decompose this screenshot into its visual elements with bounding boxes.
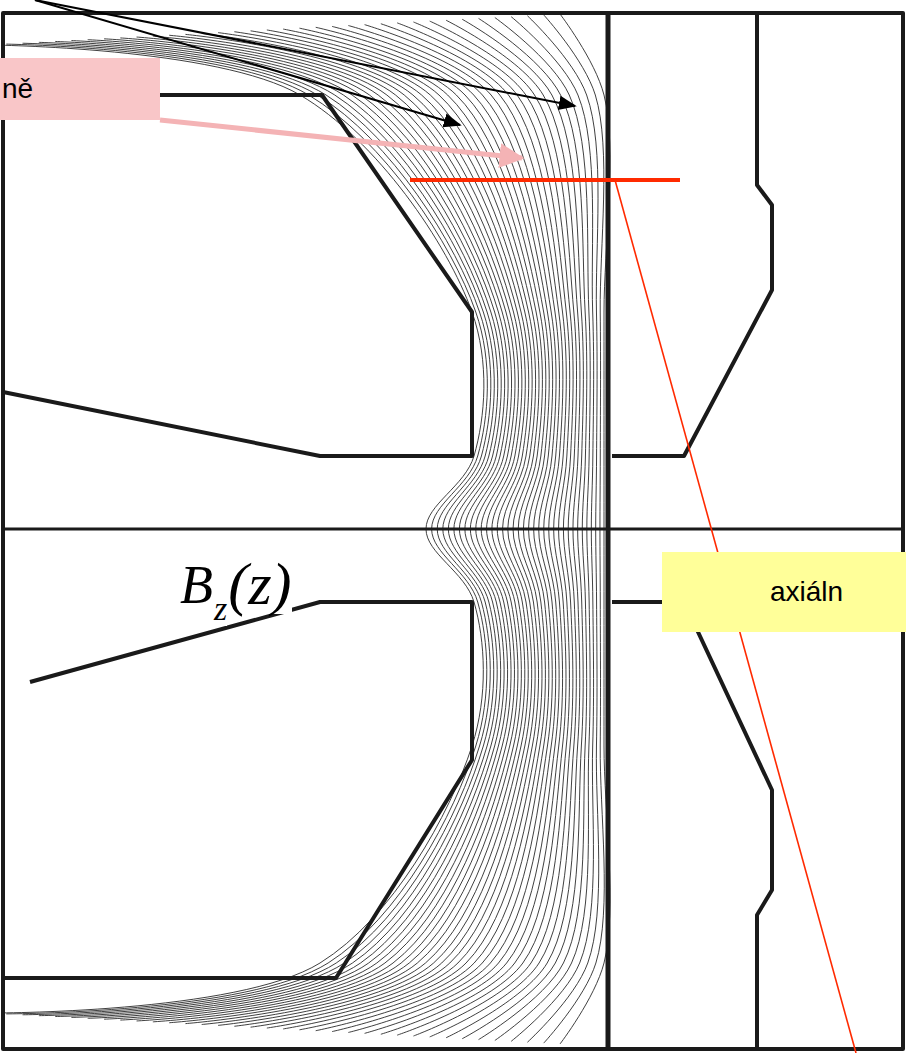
pointer-arrows (35, 0, 856, 1053)
callout-box: axiáln (662, 552, 906, 632)
pole-pieces (3, 13, 903, 1049)
callout-box: ně (0, 58, 160, 120)
callout-text: axiáln (770, 576, 843, 608)
formula-symbol: (z) (228, 554, 291, 614)
formula-symbol: B (180, 558, 213, 612)
subscript: z (214, 592, 227, 626)
callout-text: ně (2, 73, 33, 105)
